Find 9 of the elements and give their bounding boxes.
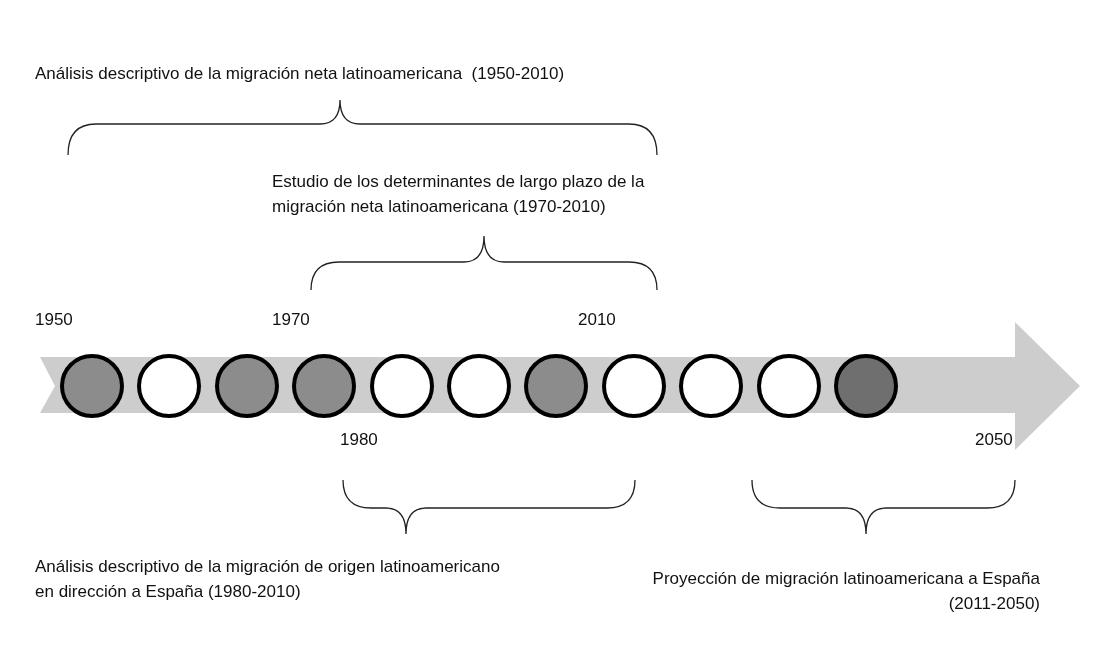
period-label: Análisis descriptivo de la migración neta latinoamericana (1950-2010): [35, 63, 566, 85]
period-label: Estudio de los determinantes de largo plazo de la migración neta latinoamericana (1970-2010): [272, 171, 646, 218]
year-label: 1970: [272, 309, 311, 331]
year-label: 1980: [340, 429, 379, 451]
period-label: Proyección de migración latinoamericana a España (2011-2050): [651, 568, 1040, 615]
period-label: Análisis descriptivo de la migración de origen latinoamericano en dirección a España (1980-2010): [35, 556, 501, 603]
year-label: 2050: [975, 429, 1014, 451]
year-label: 1950: [35, 309, 74, 331]
year-label: 2010: [578, 309, 617, 331]
